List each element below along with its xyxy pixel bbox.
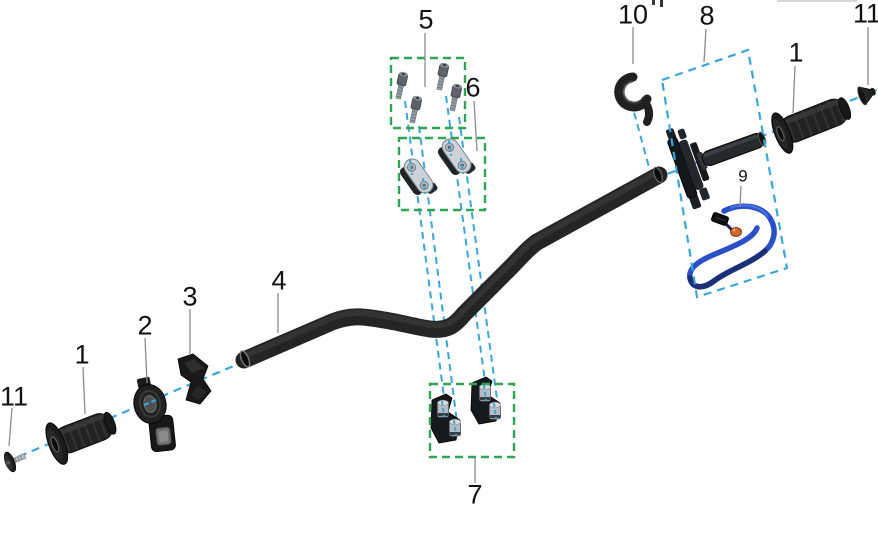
- part-label-9: 9: [738, 166, 748, 186]
- part-10-clip: [614, 72, 654, 126]
- part-8-throttle-assembly: [666, 128, 767, 210]
- group-box-8-blue: [660, 48, 789, 299]
- group-boxes-green: [389, 56, 516, 459]
- part-label-5: 5: [418, 4, 434, 35]
- part-label-1-left: 1: [74, 339, 90, 370]
- tube-left-bore: [239, 350, 251, 368]
- part-label-8: 8: [699, 0, 715, 31]
- lanyard-clip: [711, 212, 729, 226]
- part-7-lower-clamps: [430, 376, 501, 444]
- part-2-clamp-housing: [133, 376, 176, 453]
- part-1-grip-left: [45, 411, 117, 465]
- part-4-handlebar-tube: [235, 166, 668, 369]
- part-3-clamp-wedge: [177, 353, 212, 405]
- part-11-bar-end-right: [857, 86, 876, 106]
- part-label-6: 6: [465, 72, 481, 103]
- part-label-11-left: 11: [0, 381, 29, 412]
- part-5-bolts: [395, 62, 462, 124]
- part-label-4: 4: [271, 265, 287, 296]
- screw-hole-dashes: [143, 139, 498, 437]
- part-label-7: 7: [467, 479, 483, 510]
- part-label-10: 10: [617, 0, 649, 30]
- leader-lines: [8, 27, 869, 483]
- cropped-edge-marks: [652, 0, 857, 7]
- part-9-lanyard: [687, 203, 777, 290]
- part-1-grip-right: [771, 97, 852, 154]
- part-label-2: 2: [137, 310, 153, 341]
- part-label-3: 3: [182, 281, 198, 312]
- part-label-11-right: 11: [852, 0, 878, 29]
- part-label-1-right: 1: [788, 37, 804, 68]
- part-6-upper-clamps: [399, 138, 476, 196]
- tube-right-bore: [652, 166, 664, 184]
- part-11-bar-end-left: [3, 451, 27, 473]
